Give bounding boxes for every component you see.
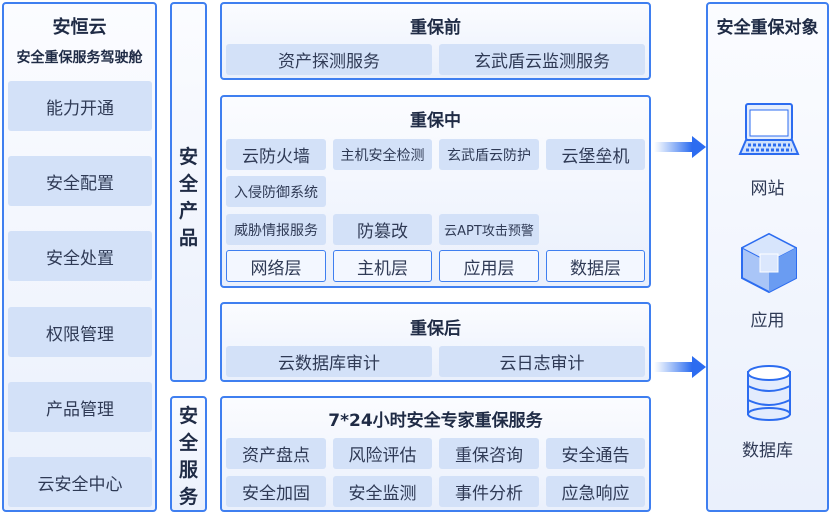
targets-title: 安全重保对象 [716,18,819,38]
layer-data[interactable]: 数据层 [546,250,645,282]
chip[interactable]: 云日志审计 [439,346,645,377]
products-column: 安全产品 [170,2,207,382]
arrow-right-icon [654,136,706,158]
chip[interactable]: 云防火墙 [226,139,326,170]
layer-app[interactable]: 应用层 [439,250,539,282]
services-label: 安全服务 [178,405,198,508]
chip[interactable]: 安全加固 [226,476,326,507]
chip[interactable]: 云APT攻击预警 [439,214,539,245]
menu-capability[interactable]: 能力开通 [8,81,152,131]
services-column: 安全服务 [170,396,207,512]
chip[interactable]: 主机安全检测 [333,139,432,170]
left-panel: 安恒云 安全重保服务驾驶舱 能力开通 安全配置 安全处置 权限管理 产品管理 云… [2,2,157,512]
brand-title: 安恒云 [52,17,107,38]
chip[interactable]: 安全监测 [333,476,432,507]
target-database: 数据库 [742,441,793,461]
chip[interactable]: 事件分析 [439,476,539,507]
chip[interactable]: 资产盘点 [226,438,326,469]
menu-products[interactable]: 产品管理 [8,382,152,432]
menu-handling[interactable]: 安全处置 [8,231,152,281]
chip[interactable]: 玄武盾云防护 [439,139,539,170]
arrow-right-icon [654,356,706,378]
chip[interactable]: 云数据库审计 [226,346,432,377]
laptop-icon [738,103,800,155]
chip[interactable]: 资产探测服务 [226,44,432,75]
layer-host[interactable]: 主机层 [333,250,432,282]
chip[interactable]: 应急响应 [546,476,645,507]
chip[interactable]: 防篡改 [333,214,432,245]
chip[interactable]: 安全通告 [546,438,645,469]
menu-config[interactable]: 安全配置 [8,156,152,206]
chip[interactable]: 风险评估 [333,438,432,469]
menu-cloud-center[interactable]: 云安全中心 [8,457,152,507]
chip[interactable]: 云堡垒机 [546,139,645,170]
during-title: 重保中 [410,111,461,131]
after-title: 重保后 [410,319,461,339]
expert-box: 7*24小时安全专家重保服务 资产盘点 风险评估 重保咨询 安全通告 安全加固 … [220,396,651,512]
chip[interactable]: 重保咨询 [439,438,539,469]
chip[interactable]: 威胁情报服务 [226,214,326,245]
database-icon [747,365,791,421]
app-cube-icon [740,232,798,294]
before-title: 重保前 [410,18,461,38]
layer-network[interactable]: 网络层 [226,250,326,282]
before-box: 重保前 资产探测服务 玄武盾云监测服务 [220,2,651,80]
expert-title: 7*24小时安全专家重保服务 [328,411,543,431]
products-label: 安全产品 [178,146,198,249]
target-application: 应用 [750,311,785,331]
after-box: 重保后 云数据库审计 云日志审计 [220,302,651,382]
chip[interactable]: 玄武盾云监测服务 [439,44,645,75]
chip[interactable]: 入侵防御系统 [226,176,326,207]
targets-panel: 安全重保对象 网站 应用 数据库 [706,2,829,512]
target-website: 网站 [750,179,785,199]
menu-permissions[interactable]: 权限管理 [8,307,152,357]
during-box: 重保中 云防火墙 主机安全检测 玄武盾云防护 云堡垒机 入侵防御系统 威胁情报服… [220,95,651,288]
cockpit-subtitle: 安全重保服务驾驶舱 [16,50,143,66]
